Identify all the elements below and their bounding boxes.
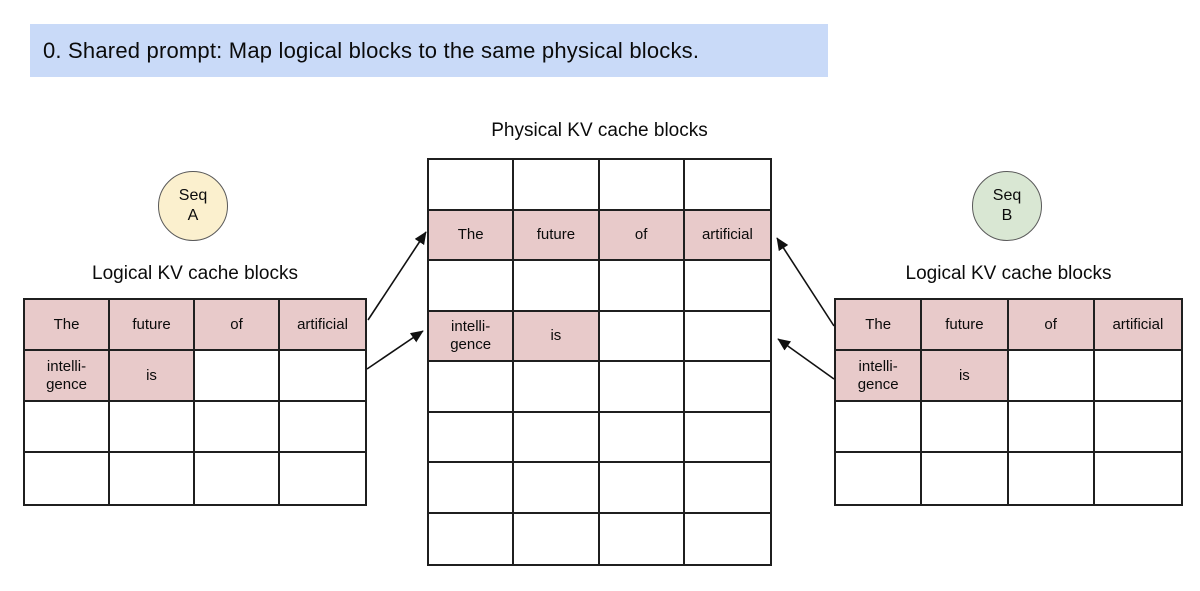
table-cell: [514, 463, 600, 514]
table-cell: [195, 402, 280, 453]
table-cell: is: [922, 351, 1009, 402]
table-cell: [110, 453, 195, 504]
table-cell: [1095, 453, 1181, 504]
logical-table-b-title: Logical KV cache blocks: [905, 263, 1112, 284]
seq-b-badge: Seq B: [972, 171, 1042, 241]
table-cell: [922, 402, 1009, 453]
mapping-arrow-a-row2: [366, 330, 424, 370]
seq-a-label: Seq A: [178, 187, 208, 224]
table-cell: future: [110, 300, 195, 351]
table-cell: of: [195, 300, 280, 351]
table-cell: intelli- gence: [836, 351, 923, 402]
table-cell: [684, 160, 770, 211]
table-cell: [25, 453, 110, 504]
table-cell: [429, 513, 515, 564]
table-cell: [599, 311, 685, 362]
table-cell: [110, 402, 195, 453]
table-cell: [1008, 351, 1095, 402]
mapping-arrow-a-row1: [367, 231, 427, 321]
table-cell: The: [25, 300, 110, 351]
seq-a-badge: Seq A: [158, 171, 228, 241]
table-cell: The: [429, 210, 515, 261]
table-cell: [600, 513, 685, 564]
table-cell: [1094, 402, 1181, 453]
table-cell: The: [836, 300, 923, 351]
table-cell: [280, 351, 365, 402]
table-cell: artificial: [1094, 300, 1181, 351]
table-cell: [429, 160, 515, 211]
table-cell: [429, 261, 515, 312]
table-cell: [280, 453, 365, 504]
table-cell: [836, 402, 923, 453]
table-cell: future: [514, 210, 600, 261]
table-cell: [429, 412, 515, 463]
logical-table-a-title: Logical KV cache blocks: [92, 263, 298, 284]
table-cell: [195, 351, 280, 402]
table-cell: [25, 402, 110, 453]
table-cell: [599, 412, 685, 463]
table-cell: of: [1008, 300, 1095, 351]
table-cell: is: [514, 311, 600, 362]
table-cell: [922, 453, 1009, 504]
table-cell: artificial: [280, 300, 365, 351]
physical-table-title: Physical KV cache blocks: [491, 120, 708, 141]
title-text: 0. Shared prompt: Map logical blocks to …: [43, 37, 700, 63]
table-cell: [195, 453, 280, 504]
table-cell: [684, 312, 770, 362]
table-cell: future: [922, 300, 1009, 351]
table-cell: artificial: [684, 210, 770, 261]
table-cell: [684, 413, 770, 463]
table-cell: is: [110, 351, 195, 402]
title-banner: 0. Shared prompt: Map logical blocks to …: [30, 24, 828, 77]
table-cell: [429, 463, 515, 514]
table-cell: [599, 160, 685, 211]
table-cell: [599, 261, 685, 312]
table-cell: [514, 261, 600, 312]
table-cell: intelli- gence: [25, 351, 110, 402]
mapping-arrow-b-row2: [777, 338, 835, 380]
table-cell: intelli- gence: [429, 311, 515, 362]
table-cell: [599, 362, 685, 413]
mapping-arrow-b-row1: [776, 237, 835, 327]
table-cell: [514, 412, 600, 463]
table-cell: of: [599, 210, 685, 261]
table-cell: [280, 402, 365, 453]
table-cell: [684, 261, 770, 312]
table-cell: [685, 514, 770, 565]
table-cell: [514, 160, 600, 211]
table-cell: [514, 513, 600, 564]
table-cell: [684, 362, 770, 413]
table-cell: [514, 362, 600, 413]
table-cell: [429, 362, 515, 413]
table-cell: [684, 463, 770, 514]
table-cell: [1094, 351, 1181, 402]
seq-b-label: Seq B: [992, 187, 1022, 224]
table-cell: [1009, 453, 1095, 504]
table-cell: [1008, 402, 1095, 453]
table-cell: [836, 453, 923, 504]
table-cell: [599, 463, 685, 514]
